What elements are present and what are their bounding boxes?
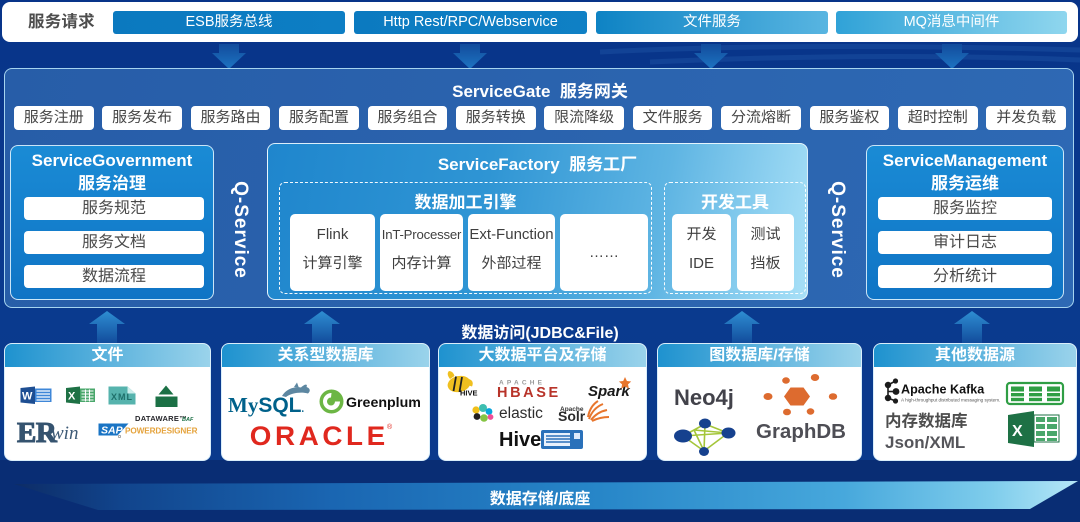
svg-text:W: W [22,391,33,403]
svg-text:A high-throughput distributed: A high-throughput distributed messaging … [901,398,1000,403]
svg-text:win: win [51,423,78,444]
svg-text:Apache: Apache [560,406,584,413]
svg-text:SAP: SAP [101,425,124,437]
svg-text:X: X [1012,423,1023,440]
svg-text:Neo4j: Neo4j [674,385,734,410]
svg-text:Apache Kafka: Apache Kafka [901,383,985,397]
svg-text:Solr: Solr [558,408,586,424]
svg-text:X: X [68,391,76,403]
svg-text:Greenplum: Greenplum [346,395,421,411]
svg-text:Json/XML: Json/XML [885,433,965,452]
svg-text:XML: XML [111,392,133,402]
svg-text:BAF: BAF [182,417,194,423]
svg-text:HIVE: HIVE [460,389,478,398]
svg-text:APACHE: APACHE [499,380,545,387]
svg-text:Spark: Spark [588,383,630,400]
svg-text:Hive: Hive [499,429,541,451]
svg-text:®: ® [387,423,393,431]
svg-text:ORACLE: ORACLE [250,420,389,451]
svg-text:GraphDB: GraphDB [756,420,846,443]
svg-text:ER: ER [17,417,58,449]
svg-text:elastic: elastic [499,405,543,422]
svg-text:HBASE: HBASE [497,385,561,401]
svg-text:DATAWARE™: DATAWARE™ [135,414,187,423]
svg-text:MySQL.: MySQL. [228,393,305,417]
svg-text:POWERDESIGNER: POWERDESIGNER [125,427,198,436]
svg-text:内存数据库: 内存数据库 [885,412,968,431]
